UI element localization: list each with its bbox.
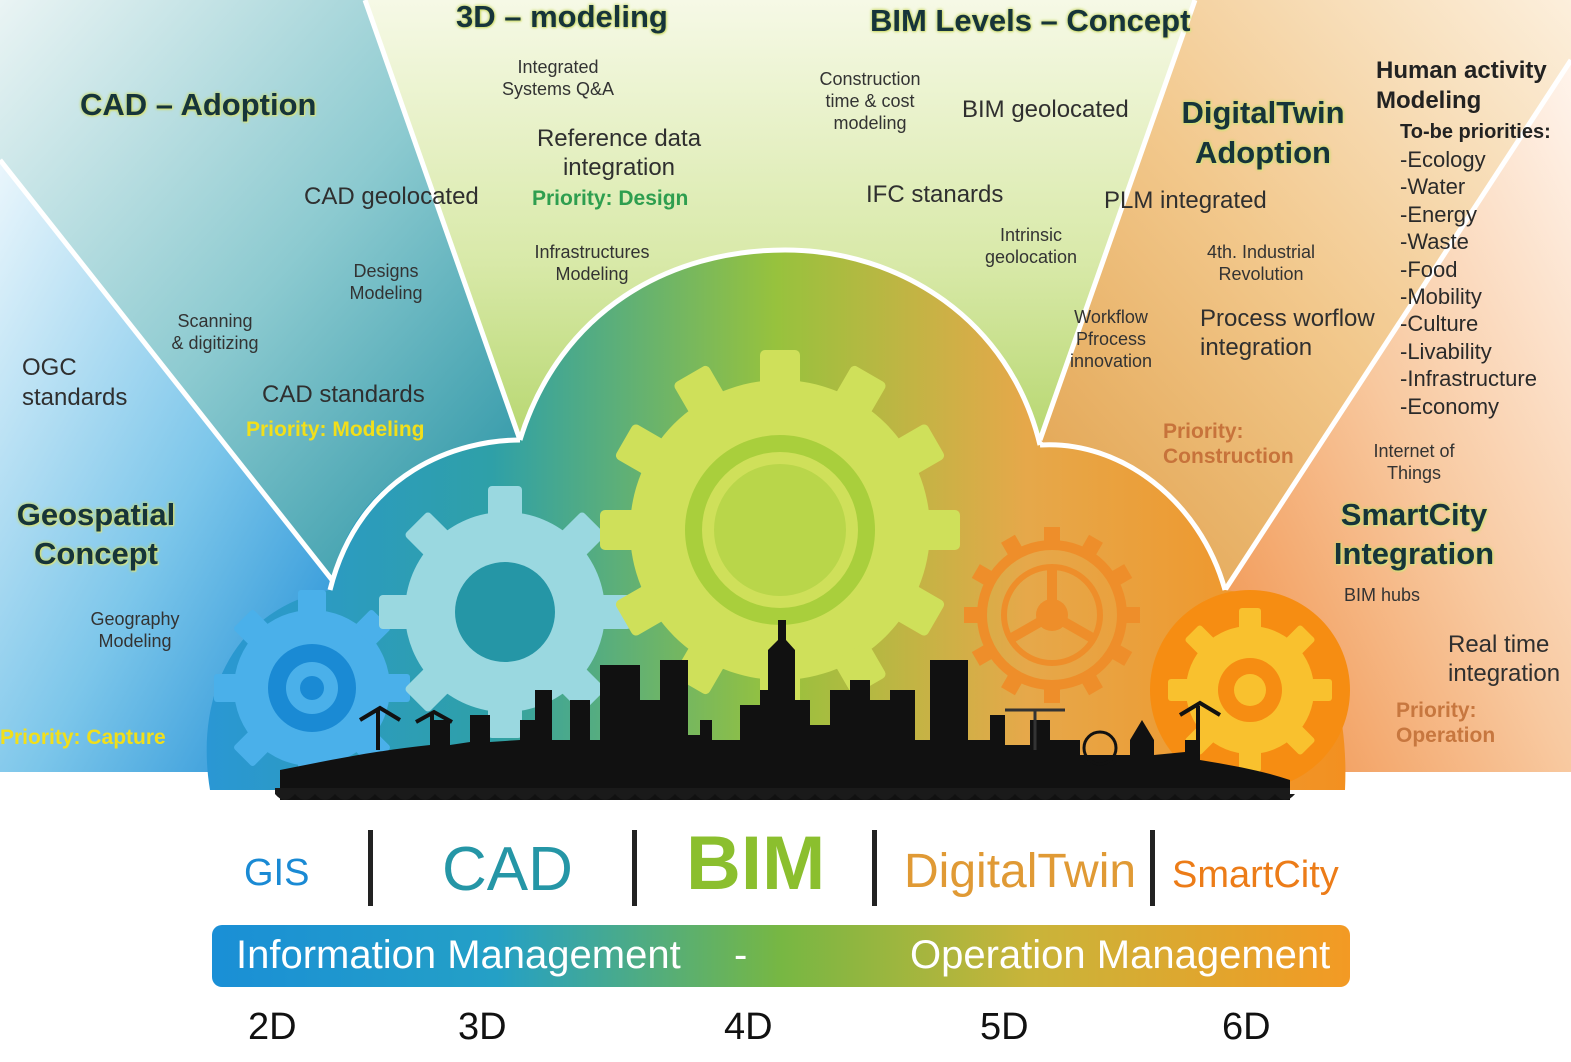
gear-icon-digitaltwin — [964, 527, 1140, 703]
priority-operation-line2: Operation — [1396, 724, 1496, 747]
priority-item: -Culture — [1400, 311, 1479, 337]
real-time-integration-line2: integration — [1448, 660, 1561, 687]
stage-divider-3 — [872, 830, 877, 906]
gear-icon-cad — [379, 486, 631, 738]
priority-item: -Waste — [1400, 229, 1469, 255]
dimension-2d: 2D — [248, 1006, 297, 1048]
management-gradient-bar: Information Management - Operation Manag… — [212, 925, 1350, 987]
intrinsic-geolocation-line1: Intrinsic — [999, 225, 1062, 245]
operation-management-label: Operation Management — [910, 933, 1331, 977]
stage-divider-2 — [632, 830, 637, 906]
priority-item: -Ecology — [1400, 147, 1486, 172]
heading-digitaltwin-adoption-2: Adoption — [1194, 135, 1331, 170]
stage-smartcity: SmartCity — [1172, 854, 1339, 896]
cad-geolocated: CAD geolocated — [304, 183, 479, 210]
ogc-standards-line1: OGC — [22, 354, 77, 381]
scanning-digitizing-line2: & digitizing — [171, 333, 259, 353]
priority-item: -Livability — [1400, 338, 1492, 364]
dimension-4d: 4D — [724, 1006, 773, 1048]
modeling-bim-sector — [365, 0, 1195, 440]
geography-modeling-line2: Modeling — [98, 631, 172, 651]
heading-digitaltwin-adoption-1: DigitalTwin — [1181, 95, 1345, 130]
priority-capture: Priority: Capture — [0, 726, 166, 749]
serrated-ground — [275, 788, 1295, 800]
workflow-innovation-line2: Pfrocess — [1075, 329, 1147, 349]
bim-hubs: BIM hubs — [1344, 585, 1421, 605]
infrastructures-modeling-line1: Infrastructures — [534, 242, 650, 262]
reference-data-line2: integration — [562, 154, 676, 181]
internet-of-things-line1: Internet of — [1373, 441, 1455, 461]
gear-icon-bim — [600, 350, 960, 710]
digitaltwin-sector — [1040, 0, 1571, 590]
priority-item: -Water — [1400, 174, 1466, 200]
heading-3d-modeling: 3D – modeling — [456, 0, 668, 34]
city-skyline-icon — [280, 620, 1290, 800]
integrated-systems-line1: Integrated — [517, 57, 599, 77]
process-workflow-line2: integration — [1200, 334, 1313, 361]
priority-item: -Infrastructure — [1400, 366, 1537, 392]
priority-modeling: Priority: Modeling — [246, 418, 425, 441]
stage-cad: CAD — [442, 835, 573, 904]
cad-sector — [0, 0, 520, 590]
plm-integrated: PLM integrated — [1104, 187, 1267, 214]
priority-item: -Energy — [1400, 201, 1478, 227]
dimension-3d: 3D — [458, 1006, 507, 1048]
integrated-systems-line2: Systems Q&A — [501, 79, 615, 99]
stage-digitaltwin: DigitalTwin — [904, 845, 1137, 898]
heading-smartcity-2: Integration — [1333, 536, 1495, 571]
industrial-revolution-line1: 4th. Industrial — [1206, 242, 1316, 262]
ogc-standards-line2: standards — [22, 384, 128, 411]
bim-geolocated: BIM geolocated — [962, 96, 1129, 123]
priority-item: -Economy — [1400, 393, 1500, 419]
geography-modeling-line1: Geography — [90, 609, 180, 629]
infrastructures-modeling-line2: Modeling — [555, 264, 629, 284]
workflow-innovation-line3: innovation — [1069, 351, 1153, 371]
heading-human-activity-2: Modeling — [1376, 87, 1482, 114]
heading-human-activity-1: Human activity — [1376, 57, 1547, 84]
process-workflow-line1: Process worflow — [1200, 305, 1375, 332]
priority-design: Priority: Design — [532, 187, 689, 210]
cad-standards: CAD standards — [262, 381, 425, 408]
heading-geospatial-1: Geospatial — [16, 497, 176, 532]
heading-geospatial-2: Concept — [34, 536, 158, 571]
reference-data-line1: Reference data — [536, 125, 702, 152]
stage-divider-1 — [368, 830, 373, 906]
real-time-integration-line1: Real time — [1448, 631, 1550, 658]
stage-divider-4 — [1150, 830, 1155, 906]
smartcity-sector — [1225, 60, 1571, 772]
scanning-digitizing-line1: Scanning — [177, 311, 253, 331]
priority-operation-line1: Priority: — [1396, 699, 1477, 722]
dimension-6d: 6D — [1222, 1006, 1271, 1048]
stage-bim: BIM — [686, 821, 826, 906]
priority-construction-line1: Priority: — [1163, 420, 1244, 443]
designs-modeling-line1: Designs — [353, 261, 419, 281]
dimension-5d: 5D — [980, 1006, 1029, 1048]
priority-construction-line2: Construction — [1163, 445, 1294, 468]
stage-gis: GIS — [244, 852, 310, 894]
designs-modeling-line2: Modeling — [349, 283, 423, 303]
industrial-revolution-line2: Revolution — [1218, 264, 1304, 284]
priority-item: -Food — [1400, 256, 1458, 282]
heading-bim-levels: BIM Levels – Concept — [870, 3, 1191, 38]
priority-item: -Mobility — [1400, 284, 1482, 309]
heading-smartcity-1: SmartCity — [1340, 497, 1488, 532]
ifc-standards: IFC stanards — [866, 181, 1004, 208]
management-separator: - — [734, 933, 748, 977]
heading-cad-adoption: CAD – Adoption — [80, 87, 317, 122]
to-be-priorities: To-be priorities: — [1400, 121, 1551, 143]
internet-of-things-line2: Things — [1386, 463, 1442, 483]
intrinsic-geolocation-line2: geolocation — [984, 247, 1078, 267]
construction-modeling-line1: Construction — [819, 69, 921, 89]
construction-modeling-line2: time & cost — [825, 91, 915, 111]
workflow-innovation-line1: Workflow — [1074, 307, 1148, 327]
information-management-label: Information Management — [236, 933, 681, 977]
construction-modeling-line3: modeling — [833, 113, 907, 133]
gear-icon-gis — [214, 590, 410, 786]
